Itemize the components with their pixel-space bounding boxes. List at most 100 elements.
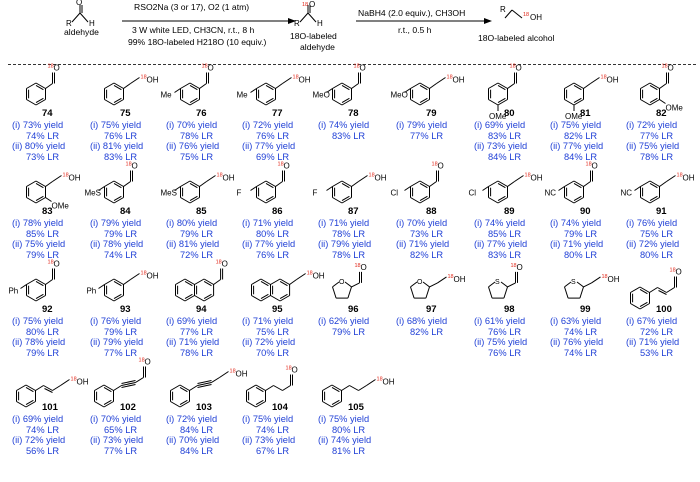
- compound-number: 81: [580, 108, 591, 119]
- svg-text:OH: OH: [313, 272, 325, 281]
- result-line: (i) 71% yield: [242, 218, 294, 228]
- result-line: (i) 73% yield: [12, 120, 64, 130]
- compound-number: 94: [196, 304, 207, 315]
- svg-text:MeS: MeS: [84, 189, 100, 198]
- svg-text:OH: OH: [375, 174, 387, 183]
- svg-text:18: 18: [48, 260, 54, 266]
- result-line: 83% LR: [488, 249, 522, 260]
- compound-number: 104: [272, 402, 288, 413]
- result-line: 72% LR: [640, 326, 674, 337]
- result-line: (i) 70% yield: [396, 218, 448, 228]
- int-label-2: aldehyde: [300, 42, 335, 52]
- svg-text:OMe: OMe: [666, 104, 684, 113]
- svg-text:OH: OH: [608, 275, 620, 284]
- result-line: (ii) 77% yield: [242, 239, 296, 250]
- result-line: (i) 75% yield: [12, 316, 64, 326]
- int-oxygen: O: [309, 0, 315, 9]
- result-line: 73% LR: [410, 228, 444, 239]
- svg-text:O: O: [438, 162, 444, 171]
- result-line: 79% LR: [26, 347, 60, 358]
- result-line: 78% LR: [332, 249, 366, 260]
- svg-text:O: O: [676, 268, 682, 277]
- result-line: 85% LR: [26, 228, 60, 239]
- scheme-graphics: O R H 18 O R H R 18 OH: [66, 0, 542, 28]
- result-line: 76% LR: [256, 130, 290, 141]
- svg-text:18: 18: [139, 358, 145, 364]
- svg-text:O: O: [360, 64, 366, 73]
- svg-text:S: S: [571, 279, 576, 286]
- result-line: 79% LR: [332, 326, 366, 337]
- int-label-1: 18O-labeled: [290, 31, 337, 41]
- result-line: (i) 75% yield: [550, 120, 602, 130]
- result-line: (i) 68% yield: [396, 316, 448, 326]
- result-line: 80% LR: [332, 424, 366, 435]
- result-line: 81% LR: [332, 445, 366, 456]
- result-line: (i) 72% yield: [242, 120, 294, 130]
- svg-text:Cl: Cl: [468, 189, 476, 198]
- svg-text:NC: NC: [544, 189, 556, 198]
- svg-text:OH: OH: [147, 76, 159, 85]
- result-line: (i) 70% yield: [90, 414, 142, 424]
- svg-text:18: 18: [307, 271, 313, 277]
- svg-text:O: O: [54, 260, 60, 269]
- svg-text:OH: OH: [531, 174, 543, 183]
- result-line: 77% LR: [104, 347, 138, 358]
- result-line: 75% LR: [640, 228, 674, 239]
- sm-oxygen: O: [76, 0, 82, 7]
- result-line: 74% LR: [256, 424, 290, 435]
- svg-text:O: O: [145, 358, 151, 367]
- cond1-line3: 99% 18O-labeled H218O (10 equiv.): [128, 37, 267, 47]
- result-line: 74% LR: [564, 326, 598, 337]
- svg-text:18: 18: [432, 162, 438, 168]
- svg-text:O: O: [592, 162, 598, 171]
- cond2-line1: NaBH4 (2.0 equiv.), CH3OH: [358, 8, 466, 18]
- svg-text:Ph: Ph: [8, 287, 18, 296]
- compound-number: 96: [348, 304, 359, 315]
- result-line: (i) 62% yield: [318, 316, 370, 326]
- svg-text:OH: OH: [236, 370, 248, 379]
- compound-number: 100: [656, 304, 672, 315]
- compound-number: 101: [42, 402, 58, 413]
- result-line: 79% LR: [104, 228, 138, 239]
- svg-text:18: 18: [202, 64, 208, 70]
- result-line: (ii) 74% yield: [318, 435, 372, 446]
- prod-label: 18O-labeled alcohol: [478, 33, 555, 43]
- result-line: (i) 75% yield: [318, 414, 370, 424]
- result-line: 65% LR: [104, 424, 138, 435]
- result-line: (i) 76% yield: [90, 316, 142, 326]
- result-line: 76% LR: [488, 326, 522, 337]
- result-line: 78% LR: [640, 151, 674, 162]
- sm-label: aldehyde: [64, 27, 99, 37]
- svg-text:18: 18: [602, 274, 608, 280]
- result-line: 74% LR: [26, 130, 60, 141]
